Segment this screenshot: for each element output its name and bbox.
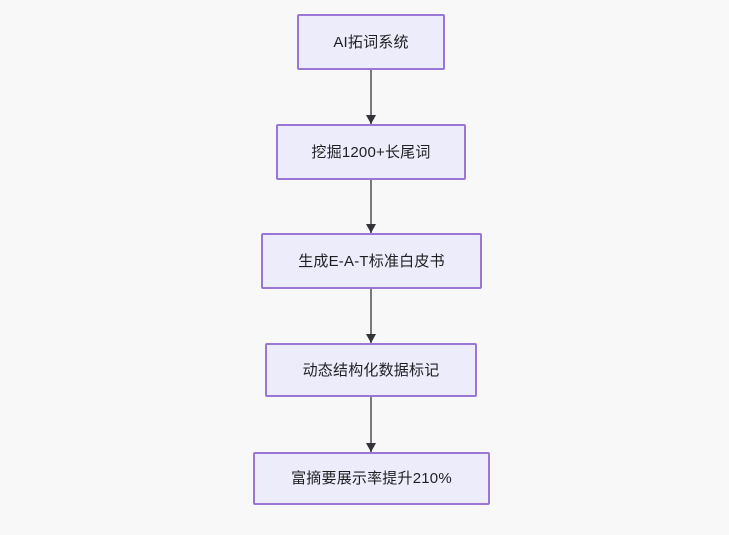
node-label: 富摘要展示率提升210%: [291, 470, 452, 487]
edge-line: [370, 70, 372, 124]
node-label: 生成E-A-T标准白皮书: [298, 252, 445, 270]
node-label: AI拓词系统: [333, 33, 409, 51]
edge-arrowhead-icon: [366, 224, 376, 233]
edge-line: [370, 289, 372, 343]
flowchart-node-mine-longtail-keywords[interactable]: 挖掘1200+长尾词: [276, 124, 466, 180]
edge-arrowhead-icon: [366, 334, 376, 343]
flowchart-node-dynamic-structured-data-markup[interactable]: 动态结构化数据标记: [265, 343, 477, 397]
edge-arrowhead-icon: [366, 443, 376, 452]
flowchart-node-rich-snippet-impression-lift[interactable]: 富摘要展示率提升210%: [253, 452, 490, 505]
node-label: 动态结构化数据标记: [302, 361, 440, 379]
flowchart-node-ai-keyword-system[interactable]: AI拓词系统: [297, 14, 445, 70]
edge-line: [370, 180, 372, 233]
node-label: 挖掘1200+长尾词: [311, 143, 431, 161]
flowchart-node-generate-eat-whitepaper[interactable]: 生成E-A-T标准白皮书: [261, 233, 482, 289]
edge-arrowhead-icon: [366, 115, 376, 124]
edge-line: [370, 397, 372, 452]
